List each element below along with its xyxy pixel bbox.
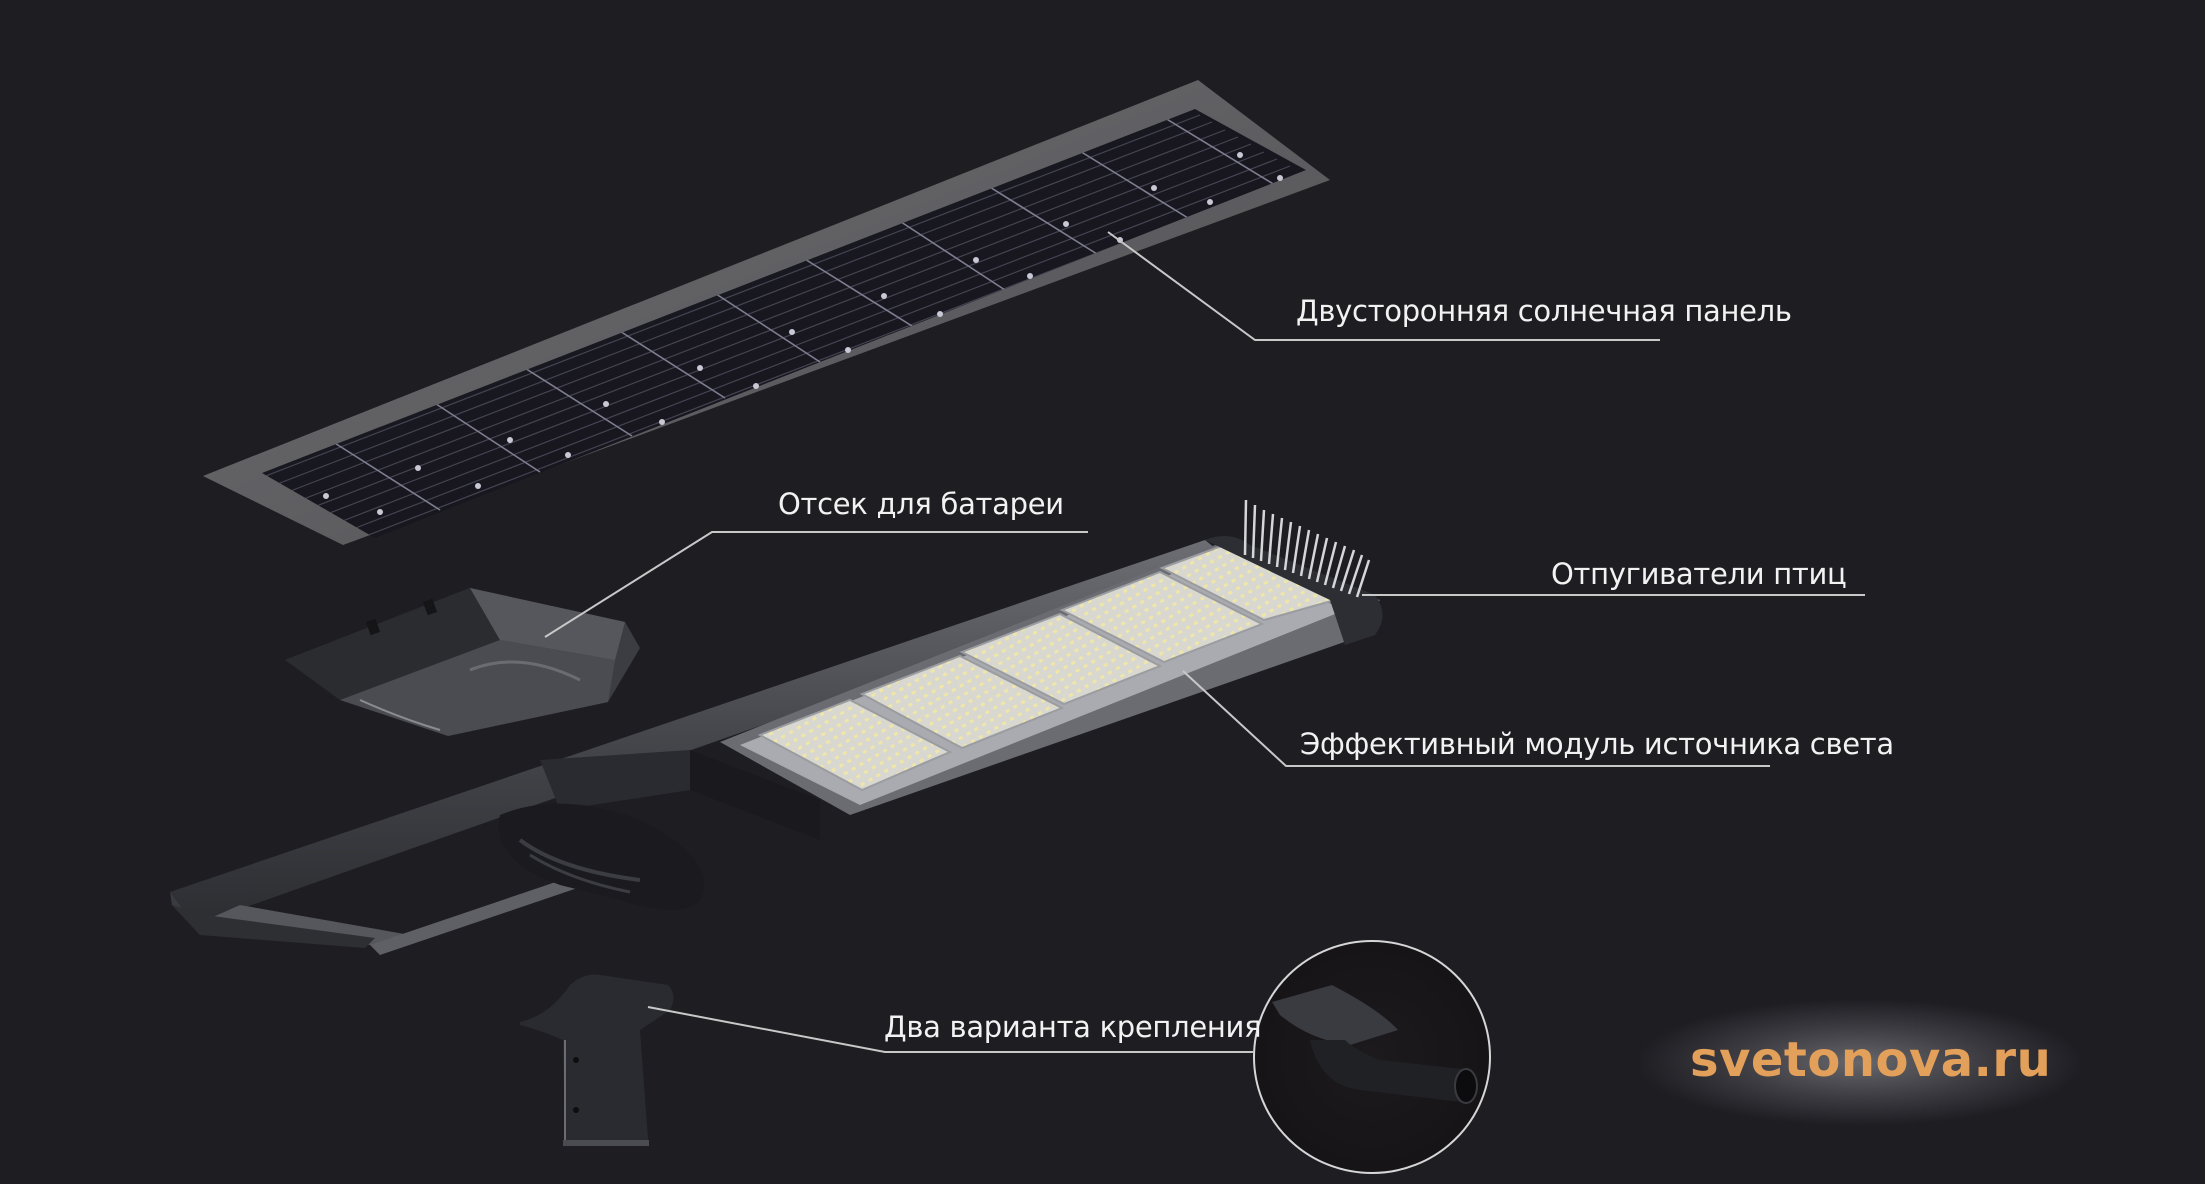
- side-mount-detail: [1253, 940, 1491, 1174]
- lamp-body: [170, 536, 1383, 955]
- solar-panel: [203, 80, 1330, 545]
- battery-compartment: [285, 588, 640, 736]
- led-modules: [757, 538, 1338, 792]
- vertical-mount: [520, 974, 674, 1146]
- bird-repeller-spikes: [1243, 499, 1371, 598]
- watermark-glow: [1640, 1000, 2080, 1125]
- leader-solar-panel: [1107, 231, 1660, 341]
- label-mounting: Два варианта крепления: [884, 1010, 1262, 1044]
- label-bird-repellers: Отпугиватели птиц: [1551, 557, 1847, 591]
- label-light-module: Эффективный модуль источника света: [1300, 727, 1894, 761]
- leader-lines: [544, 231, 1865, 1053]
- label-battery: Отсек для батареи: [778, 487, 1064, 521]
- leader-mounting: [647, 1006, 1253, 1053]
- leader-light-module: [1182, 670, 1770, 767]
- label-solar-panel: Двусторонняя солнечная панель: [1296, 294, 1792, 328]
- leader-battery: [544, 531, 1088, 638]
- watermark: svetonova.ru: [1690, 1032, 2052, 1088]
